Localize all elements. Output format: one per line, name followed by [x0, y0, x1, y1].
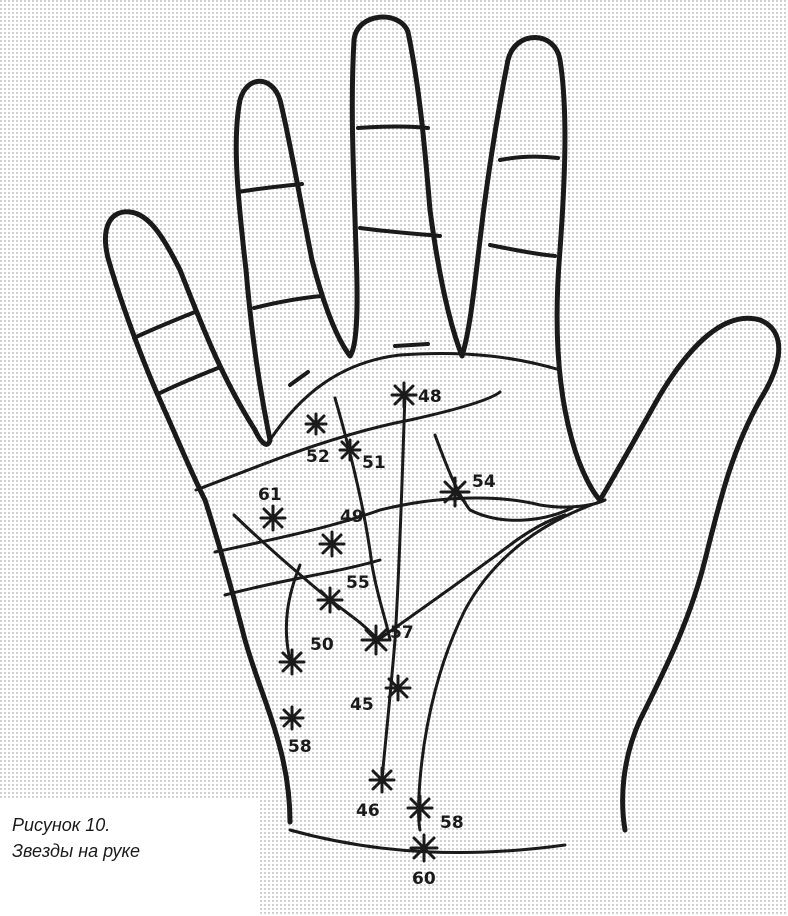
star-label-58-left: 58 [288, 737, 312, 757]
figure-caption: Рисунок 10. Звезды на руке [12, 812, 242, 864]
star-58-bottom [408, 796, 432, 820]
star-label-52: 52 [306, 447, 330, 467]
star-54 [441, 478, 469, 506]
star-45 [386, 676, 410, 700]
star-51 [340, 440, 360, 460]
star-label-46: 46 [356, 801, 380, 821]
caption-title: Рисунок 10. [12, 812, 242, 838]
star-61 [261, 506, 285, 530]
star-48-top [392, 383, 416, 407]
star-label-45: 45 [350, 695, 374, 715]
star-label-51: 51 [362, 453, 386, 473]
star-49 [320, 532, 344, 556]
star-label-58-bottom: 58 [440, 813, 464, 833]
caption-subtitle: Звезды на руке [12, 838, 242, 864]
finger-joint-line [358, 127, 428, 129]
star-label-61: 61 [258, 485, 282, 505]
star-58-left [281, 707, 303, 729]
star-label-50: 50 [310, 635, 334, 655]
star-label-57: 57 [390, 623, 414, 643]
star-label-60: 60 [412, 869, 436, 889]
star-50 [280, 650, 304, 674]
star-57 [362, 626, 390, 654]
star-label-55: 55 [346, 573, 370, 593]
star-55 [318, 588, 342, 612]
star-52 [306, 414, 326, 434]
finger-base-dash [395, 344, 428, 346]
star-60 [411, 835, 437, 861]
star-label-49: 49 [340, 507, 364, 527]
star-label-54: 54 [472, 472, 496, 492]
star-46 [370, 768, 394, 792]
star-label-48: 48 [418, 387, 442, 407]
